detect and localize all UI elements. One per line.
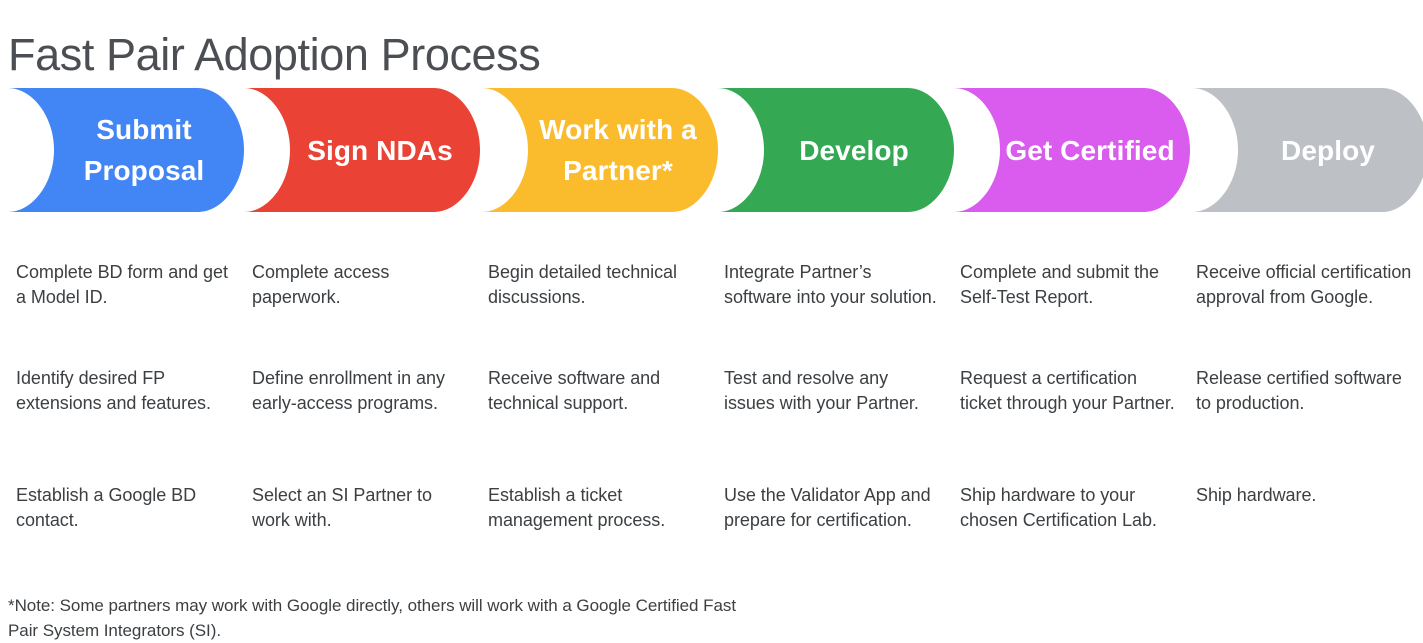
stage-detail-item: Establish a Google BD contact.	[16, 485, 197, 530]
stage-detail-item: Request a certification ticket through y…	[960, 368, 1175, 413]
stage-chevron-submit-proposal[interactable]: Submit Proposal	[8, 88, 244, 212]
stage-detail-item: Complete access paperwork.	[252, 262, 390, 307]
stage-chevron-sign-ndas[interactable]: Sign NDAs	[244, 88, 480, 212]
stage-detail-item: Define enrollment in any early-access pr…	[252, 368, 445, 413]
stage-detail-item: Release certified software to production…	[1196, 368, 1402, 413]
stage-detail-item: Establish a ticket management process.	[488, 485, 666, 530]
stage-chevron-get-certified[interactable]: Get Certified	[954, 88, 1190, 212]
stage-label: Develop	[799, 134, 909, 166]
stage-detail-item: Select an SI Partner to work with.	[252, 485, 432, 530]
stage-chevron-deploy[interactable]: Deploy	[1192, 88, 1423, 212]
stage-chevron-work-with-a-partner[interactable]: Work with a Partner*	[482, 88, 718, 212]
stage-label: Sign NDAs	[307, 134, 453, 166]
stage-label: Get Certified	[1005, 134, 1175, 166]
stage-detail-item: Ship hardware to your chosen Certificati…	[960, 485, 1157, 530]
stage-label: Submit Proposal	[83, 114, 205, 186]
stage-detail-item: Complete BD form and get a Model ID.	[16, 262, 228, 307]
stage-label: Work with a Partner*	[539, 114, 697, 186]
stage-detail-item: Integrate Partner’s software into your s…	[724, 262, 937, 307]
stage-detail-item: Identify desired FP extensions and featu…	[16, 368, 211, 413]
stage-label: Deploy	[1281, 134, 1375, 166]
stage-chevron-develop[interactable]: Develop	[718, 88, 954, 212]
stage-detail-item: Begin detailed technical discussions.	[488, 262, 677, 307]
stage-detail-item: Complete and submit the Self-Test Report…	[960, 262, 1159, 307]
stage-detail-item: Use the Validator App and prepare for ce…	[724, 485, 931, 530]
process-stage-strip: Submit Proposal Sign NDAs Work with a Pa…	[0, 88, 1423, 212]
page-title: Fast Pair Adoption Process	[8, 29, 541, 81]
stage-detail-item: Test and resolve any issues with your Pa…	[724, 368, 919, 413]
footnote-note: *Note: Some partners may work with Googl…	[8, 596, 737, 640]
stage-detail-item: Receive software and technical support.	[488, 368, 661, 413]
stage-details-columns: Complete BD form and get a Model ID. Ide…	[0, 238, 1423, 558]
stage-detail-item: Ship hardware.	[1196, 485, 1317, 505]
stage-detail-item: Receive official certification approval …	[1196, 262, 1412, 307]
